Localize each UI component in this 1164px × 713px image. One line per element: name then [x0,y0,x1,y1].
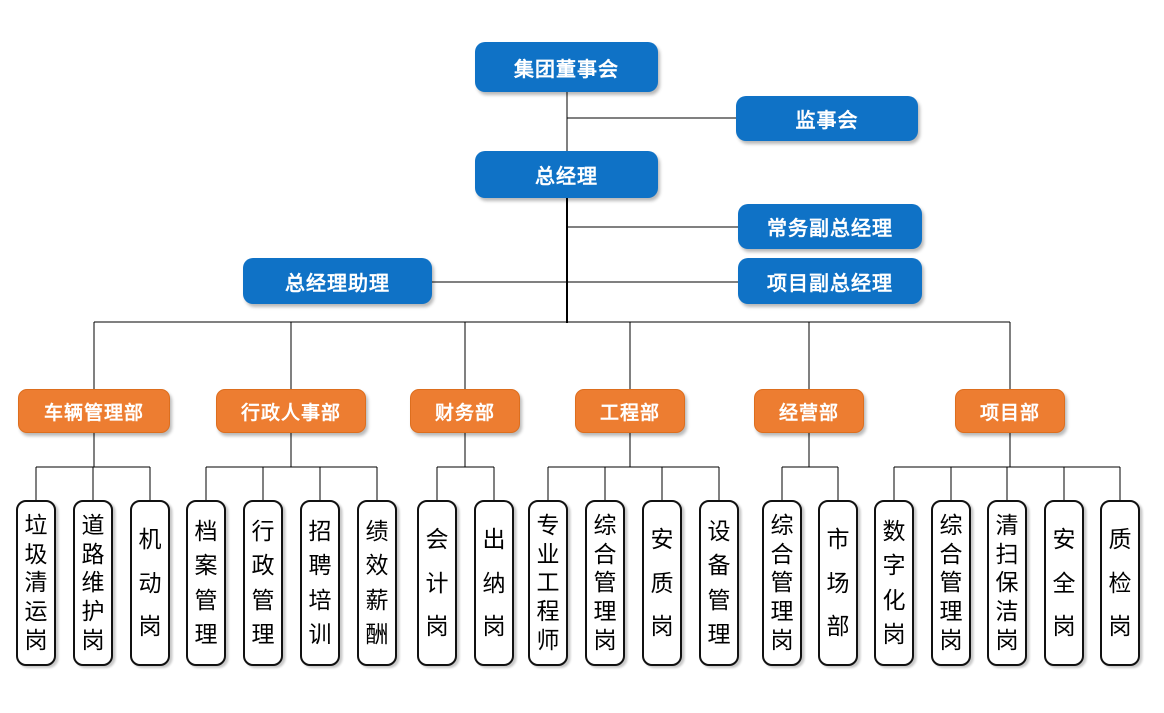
node-post-safety-quality: 安质岗 [642,500,682,666]
connector-executive [432,92,738,283]
node-post-garbage-removal: 垃圾清运岗 [16,500,56,666]
node-post-quality-inspection: 质检岗 [1100,500,1140,666]
connector-department-bus [93,321,1011,389]
connector-posts-group4 [547,433,720,500]
node-post-market: 市场部 [818,500,858,666]
node-post-safety: 安全岗 [1044,500,1084,666]
connector-posts-group2 [205,433,378,500]
node-post-performance-pay: 绩效薪酬 [357,500,397,666]
node-post-mobile: 机动岗 [130,500,170,666]
node-post-professional-engineer: 专业工程师 [528,500,568,666]
node-general-manager: 总经理 [475,151,658,198]
node-post-sweeping-cleaning: 清扫保洁岗 [987,500,1027,666]
node-post-general-management-eng: 综合管理岗 [585,500,625,666]
node-dept-admin-hr: 行政人事部 [216,389,366,433]
node-post-archive-management: 档案管理 [186,500,226,666]
node-gm-assistant: 总经理助理 [243,258,432,304]
node-post-admin-management: 行政管理 [243,500,283,666]
connector-posts-group1 [35,433,151,500]
node-post-digitalization: 数字化岗 [874,500,914,666]
node-dept-operations: 经营部 [754,389,864,433]
node-post-cashier: 出纳岗 [474,500,514,666]
node-post-road-maintenance: 道路维护岗 [73,500,113,666]
node-post-accounting: 会计岗 [417,500,457,666]
connector-posts-group6 [893,433,1121,500]
node-group-board: 集团董事会 [475,42,658,92]
node-post-equipment-management: 设备管理 [699,500,739,666]
connector-posts-group5 [781,433,839,500]
node-dept-project: 项目部 [955,389,1065,433]
node-post-general-management-ops: 综合管理岗 [762,500,802,666]
node-executive-deputy-gm: 常务副总经理 [738,204,922,249]
node-dept-vehicle-management: 车辆管理部 [18,389,170,433]
node-post-recruit-training: 招聘培训 [300,500,340,666]
node-post-general-management-proj: 综合管理岗 [931,500,971,666]
connector-posts-group3 [436,433,495,500]
node-dept-finance: 财务部 [410,389,520,433]
node-supervisory-board: 监事会 [736,96,918,141]
node-project-deputy-gm: 项目副总经理 [738,258,922,304]
node-dept-engineering: 工程部 [575,389,685,433]
